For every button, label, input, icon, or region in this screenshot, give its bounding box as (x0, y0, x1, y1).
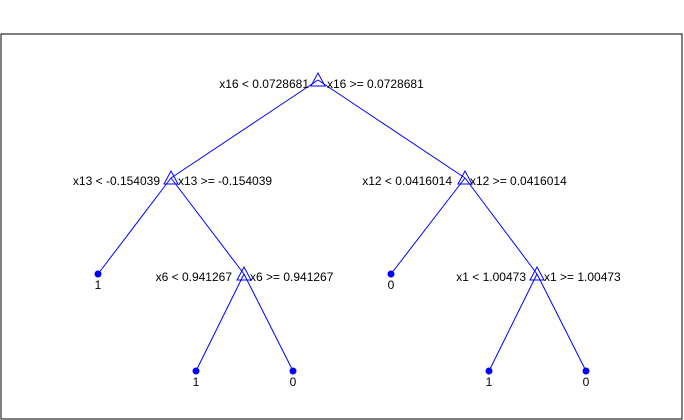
x13-left-condition: x13 < -0.154039 (73, 174, 160, 188)
x6-right-condition: x6 >= 0.941267 (250, 270, 334, 284)
edge-x12-left (390, 177, 466, 275)
edge-x13-right (170, 177, 245, 275)
leaf-label-2: 0 (388, 278, 395, 292)
leaf-node-3 (192, 367, 200, 375)
edge-x6-right (243, 273, 294, 372)
leaf-label-4: 0 (290, 375, 297, 389)
x1-left-condition: x1 < 1.00473 (456, 270, 526, 284)
x1-right-condition: x1 >= 1.00473 (544, 270, 621, 284)
split-node-x13 (163, 169, 179, 185)
split-node-root (310, 71, 326, 87)
edge-x12-right (464, 177, 538, 275)
x6-left-condition: x6 < 0.941267 (156, 270, 233, 284)
leaf-node-1 (94, 270, 102, 278)
x12-right-condition: x12 >= 0.0416014 (470, 174, 567, 188)
leaf-node-5 (485, 367, 493, 375)
root-left-condition: x16 < 0.0728681 (219, 77, 309, 91)
leaf-label-6: 0 (583, 375, 590, 389)
edge-x1-left (488, 273, 538, 372)
leaf-node-2 (387, 270, 395, 278)
edge-root-left (170, 79, 319, 179)
leaf-node-4 (289, 367, 297, 375)
edge-x13-left (97, 177, 172, 275)
edge-root-right (317, 79, 466, 179)
tree-edges (97, 79, 587, 372)
split-node-x6 (236, 265, 252, 281)
edge-x6-left (195, 273, 245, 372)
split-node-x12 (457, 169, 473, 185)
edge-x1-right (536, 273, 587, 372)
x13-right-condition: x13 >= -0.154039 (178, 174, 272, 188)
leaf-label-1: 1 (95, 278, 102, 292)
x12-left-condition: x12 < 0.0416014 (362, 174, 452, 188)
plot-frame (0, 33, 683, 420)
leaf-label-3: 1 (193, 375, 200, 389)
leaf-label-5: 1 (486, 375, 493, 389)
root-right-condition: x16 >= 0.0728681 (327, 77, 424, 91)
split-node-x1 (529, 265, 545, 281)
leaf-node-6 (582, 367, 590, 375)
